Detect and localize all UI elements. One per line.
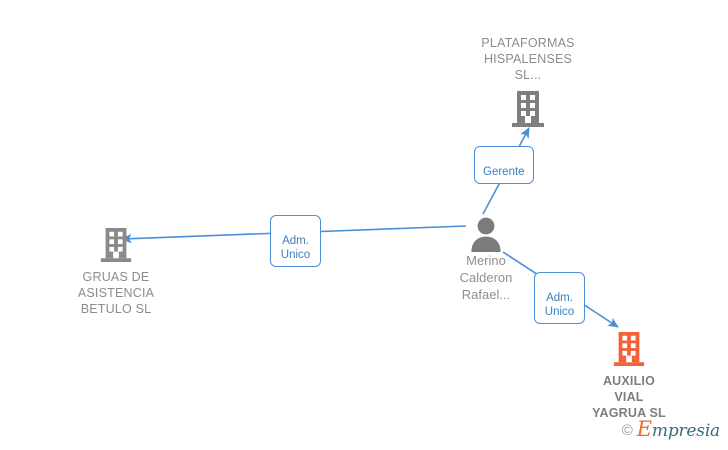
brand-rest: mpresia: [651, 421, 720, 441]
edge-label-adm-unico-auxilio-text: Adm. Unico: [544, 292, 575, 318]
watermark-empresia: © Empresia: [621, 419, 720, 441]
person-icon: [471, 217, 501, 252]
brand-initial: E: [636, 417, 652, 441]
edge-label-adm-unico-gruas[interactable]: Adm. Unico: [270, 215, 321, 267]
copyright-icon: ©: [621, 422, 633, 439]
building-icon: [100, 228, 132, 262]
node-gruas-de-asistencia-betulo[interactable]: GRUAS DE ASISTENCIA BETULO SL: [50, 226, 182, 317]
edge-label-gerente-text: Gerente: [483, 166, 525, 178]
node-plataformas-hispalenses[interactable]: PLATAFORMAS HISPALENSES SL...: [456, 30, 600, 129]
building-icon: [512, 91, 544, 127]
edge-label-adm-unico-auxilio[interactable]: Adm. Unico: [534, 272, 585, 324]
node-label-person: Merino Calderon Rafael...: [459, 253, 513, 302]
node-label-plataformas: PLATAFORMAS HISPALENSES SL...: [481, 36, 575, 82]
node-merino-calderon-rafael[interactable]: Merino Calderon Rafael...: [440, 216, 532, 303]
node-auxilio-vial-yagrua[interactable]: AUXILIO VIAL YAGRUA SL: [562, 330, 696, 421]
node-label-gruas: GRUAS DE ASISTENCIA BETULO SL: [77, 270, 155, 316]
edge-label-adm-unico-gruas-text: Adm. Unico: [280, 235, 311, 261]
node-label-auxilio: AUXILIO VIAL YAGRUA SL: [592, 374, 666, 420]
building-icon: [613, 332, 645, 366]
edge-label-gerente[interactable]: Gerente: [474, 146, 534, 184]
brand-name: Empresia: [637, 419, 720, 441]
